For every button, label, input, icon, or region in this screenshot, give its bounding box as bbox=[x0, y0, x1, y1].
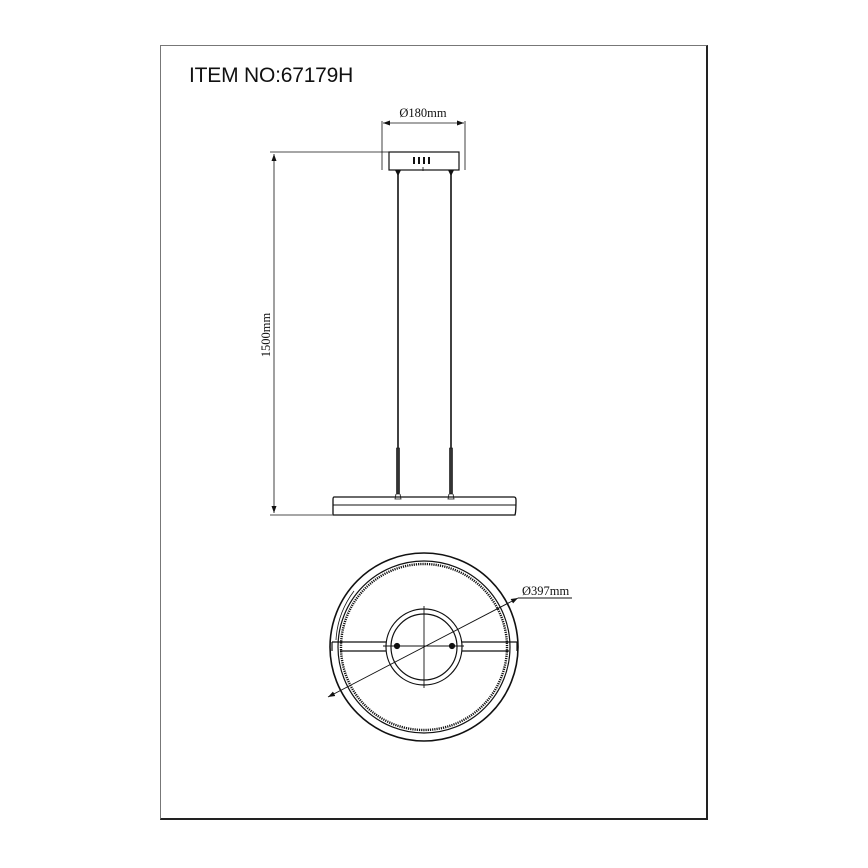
mount-screw bbox=[448, 642, 456, 650]
canopy-vent-icon bbox=[413, 157, 430, 164]
canopy-dimension bbox=[381, 120, 466, 170]
suspension-cables bbox=[394, 170, 455, 500]
item-number-title: ITEM NO:67179H bbox=[189, 64, 354, 87]
ring-diameter-dimension bbox=[327, 597, 519, 698]
drop-height-label: 1500mm bbox=[259, 313, 273, 358]
plan-view: Ø397mm bbox=[327, 552, 572, 742]
mount-screw bbox=[393, 642, 401, 650]
height-dimension bbox=[270, 151, 389, 516]
drawing-frame bbox=[160, 45, 708, 820]
ring-body-side bbox=[332, 496, 517, 516]
canopy-diameter-label: Ø180mm bbox=[399, 106, 447, 120]
canopy bbox=[388, 151, 460, 171]
side-elevation-view: Ø180mm 1500mm bbox=[259, 106, 517, 516]
ring-diameter-label: Ø397mm bbox=[522, 584, 570, 598]
